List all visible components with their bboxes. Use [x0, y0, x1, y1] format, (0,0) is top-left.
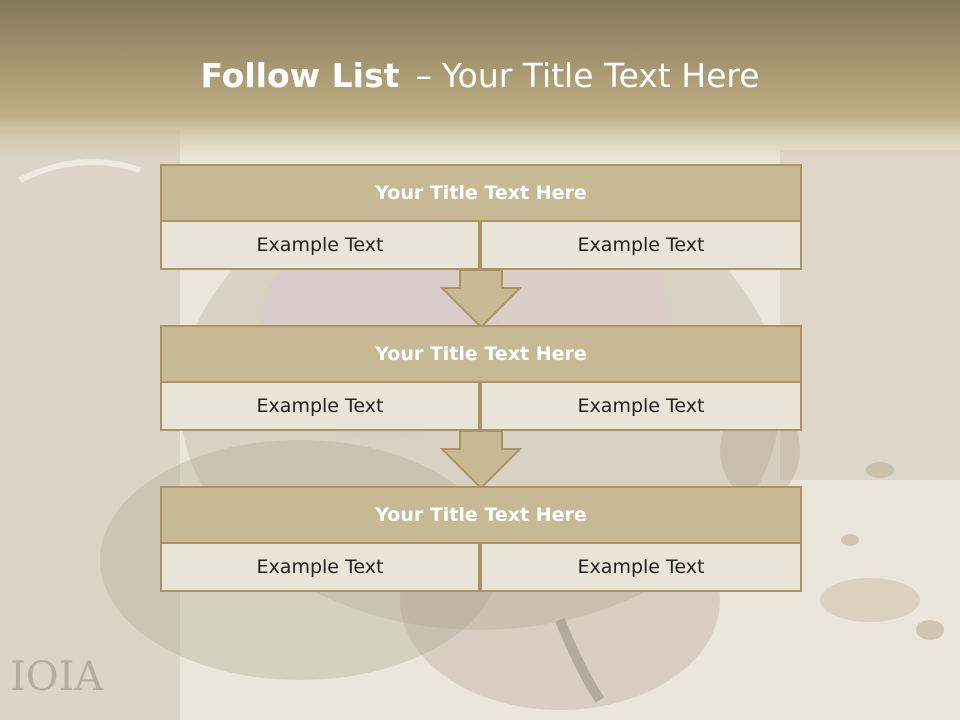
step-cell-left: Example Text: [160, 542, 480, 592]
title-bold-part: Follow List: [200, 56, 400, 95]
step-3: Your Title Text Here Example Text Exampl…: [160, 486, 802, 592]
step-1: Your Title Text Here Example Text Exampl…: [160, 164, 802, 270]
step-cell-right: Example Text: [480, 381, 802, 431]
step-cell-right: Example Text: [480, 542, 802, 592]
background-logo: IOIA: [10, 654, 104, 700]
title-rest-part: Your Title Text Here: [441, 56, 760, 95]
title-dash: –: [415, 56, 432, 95]
slide-title: Follow List–Your Title Text Here: [0, 52, 960, 100]
step-cell-left: Example Text: [160, 220, 480, 270]
step-title: Your Title Text Here: [160, 325, 802, 383]
step-cell-left: Example Text: [160, 381, 480, 431]
step-2: Your Title Text Here Example Text Exampl…: [160, 325, 802, 431]
down-arrow-icon: [440, 431, 522, 489]
step-cell-right: Example Text: [480, 220, 802, 270]
header-band: [0, 0, 960, 160]
down-arrow-icon: [440, 270, 522, 328]
step-title: Your Title Text Here: [160, 486, 802, 544]
step-title: Your Title Text Here: [160, 164, 802, 222]
